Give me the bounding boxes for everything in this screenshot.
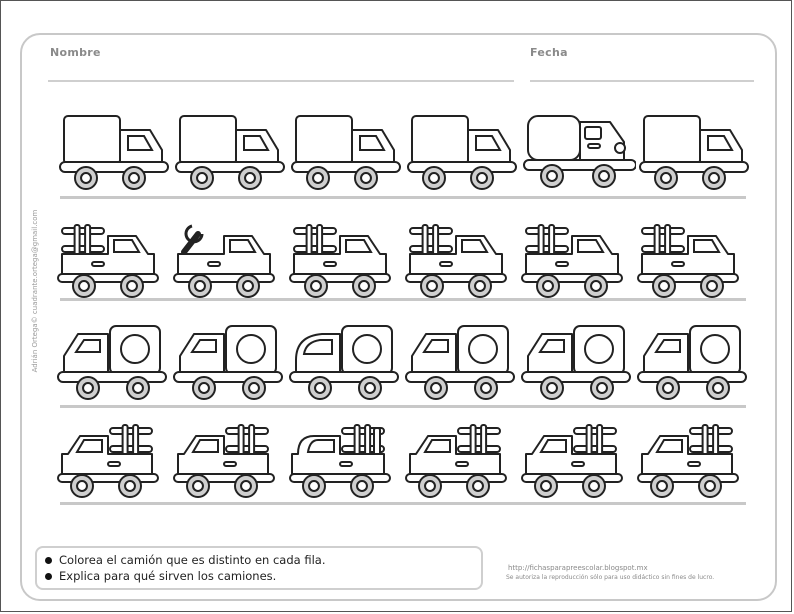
ground-line (60, 502, 746, 505)
instruction-item: Explica para qué sirven los camiones. (45, 568, 481, 584)
instruction-text: Explica para qué sirven los camiones. (59, 569, 277, 583)
truck-circle-box-truck[interactable] (520, 322, 636, 402)
truck-box-truck[interactable] (56, 112, 172, 192)
truck-ladder-truck-reversed[interactable] (520, 420, 636, 500)
truck-ladder-truck[interactable] (404, 220, 520, 300)
name-label: Nombre (50, 46, 101, 59)
bullet-icon (45, 556, 52, 564)
truck-circle-box-truck[interactable] (404, 322, 520, 402)
ground-line (60, 298, 746, 301)
truck-ladder-truck-reversed[interactable] (636, 420, 752, 500)
truck-box-truck[interactable] (288, 112, 404, 192)
worksheet-border (20, 33, 777, 601)
instruction-item: Colorea el camión que es distinto en cad… (45, 552, 481, 568)
truck-ladder-truck[interactable] (520, 220, 636, 300)
truck-ladder-truck-reversed[interactable] (404, 420, 520, 500)
date-label: Fecha (530, 46, 568, 59)
truck-circle-box-truck[interactable] (636, 322, 752, 402)
truck-box-truck[interactable] (404, 112, 520, 192)
bullet-icon (45, 572, 52, 580)
instructions-box: Colorea el camión que es distinto en cad… (35, 546, 483, 590)
truck-circle-box-truck[interactable] (56, 322, 172, 402)
truck-ladder-truck[interactable] (636, 220, 752, 300)
truck-ladder-truck-reversed[interactable] (56, 420, 172, 500)
truck-delivery-van[interactable] (520, 112, 636, 192)
truck-tow-truck[interactable] (172, 220, 288, 300)
ground-line (60, 196, 746, 199)
truck-circle-box-truck[interactable] (172, 322, 288, 402)
footer-note: Se autoriza la reproducción sólo para us… (506, 574, 715, 581)
truck-box-truck[interactable] (636, 112, 752, 192)
instruction-text: Colorea el camión que es distinto en cad… (59, 553, 326, 567)
date-input-line[interactable] (530, 80, 754, 82)
ground-line (60, 405, 746, 408)
truck-box-truck[interactable] (172, 112, 288, 192)
truck-circle-box-truck-variant[interactable] (288, 322, 404, 402)
truck-ladder-truck[interactable] (288, 220, 404, 300)
truck-ladder-truck-reversed-variant[interactable] (288, 420, 404, 500)
truck-ladder-truck[interactable] (56, 220, 172, 300)
name-input-line[interactable] (48, 80, 514, 82)
truck-ladder-truck-reversed[interactable] (172, 420, 288, 500)
footer-url: http://fichasparapreescolar.blogspot.mx (508, 564, 648, 572)
